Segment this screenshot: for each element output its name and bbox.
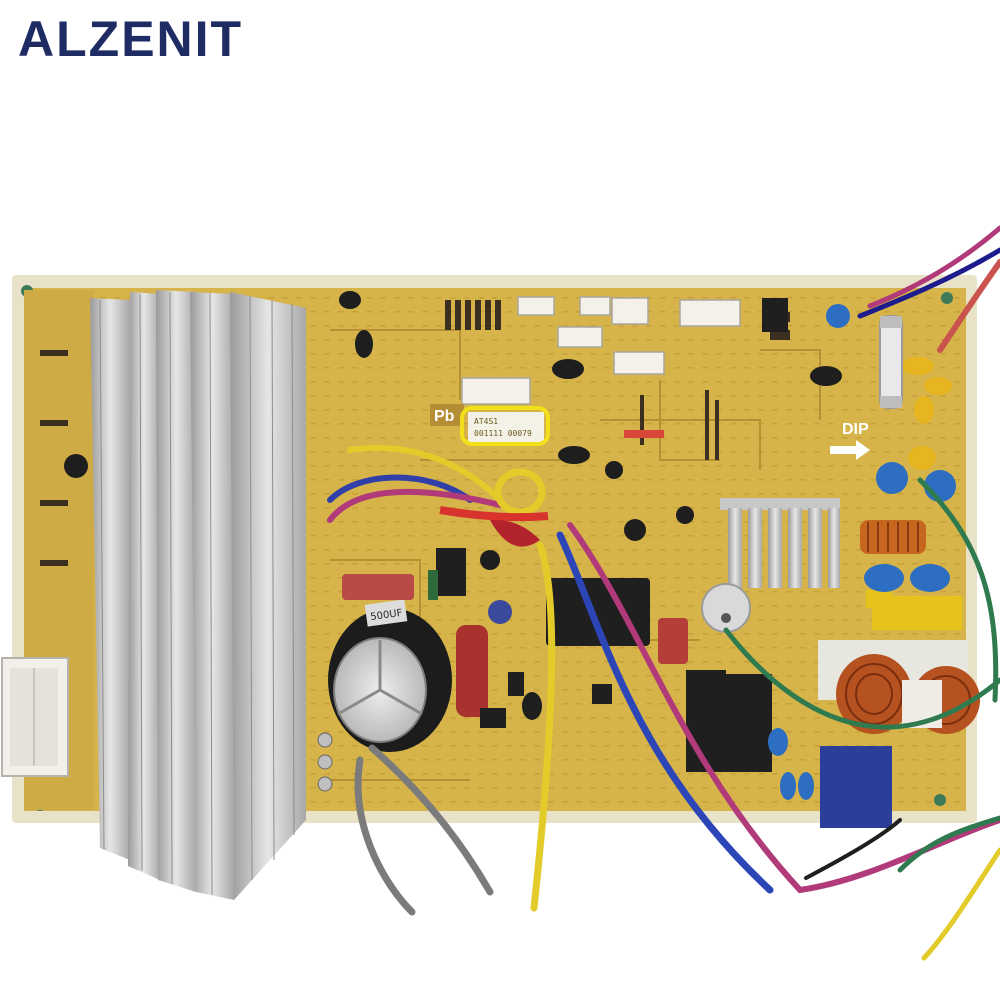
terminal-screws bbox=[317, 732, 333, 792]
ceramic-capacitors bbox=[768, 304, 956, 800]
sticker-line-1: AT4S1 bbox=[474, 417, 498, 426]
pb-mark: Pb bbox=[430, 404, 464, 426]
yellow-caps bbox=[902, 357, 952, 470]
aluminum-heatsink bbox=[90, 290, 306, 900]
dip-label: DIP bbox=[842, 421, 869, 438]
cable-tie bbox=[439, 506, 549, 547]
small-heatsink bbox=[720, 498, 840, 588]
dip-arrow-icon bbox=[830, 440, 870, 460]
brand-logo: ALZENIT bbox=[18, 11, 244, 67]
main-capacitor: 500UF bbox=[328, 599, 452, 752]
fuse bbox=[879, 315, 903, 409]
small-capacitors bbox=[64, 291, 842, 720]
thermistor bbox=[701, 583, 751, 633]
header-connectors bbox=[461, 296, 741, 405]
capacitor-print: 500UF bbox=[370, 608, 404, 623]
ic-relays bbox=[428, 298, 788, 772]
model-sticker: AT4S1 001111 00079 bbox=[460, 406, 550, 446]
film-capacitors bbox=[342, 574, 962, 717]
inductors bbox=[818, 520, 980, 734]
red-marker bbox=[624, 430, 664, 438]
left-connector bbox=[1, 657, 69, 777]
dip-marking: DIP bbox=[830, 421, 870, 460]
wires bbox=[327, 225, 1000, 961]
smd-components bbox=[40, 300, 790, 566]
x-capacitor-box bbox=[820, 746, 892, 828]
sticker-line-2: 001111 00079 bbox=[474, 429, 532, 438]
pb-label: Pb bbox=[434, 408, 455, 425]
